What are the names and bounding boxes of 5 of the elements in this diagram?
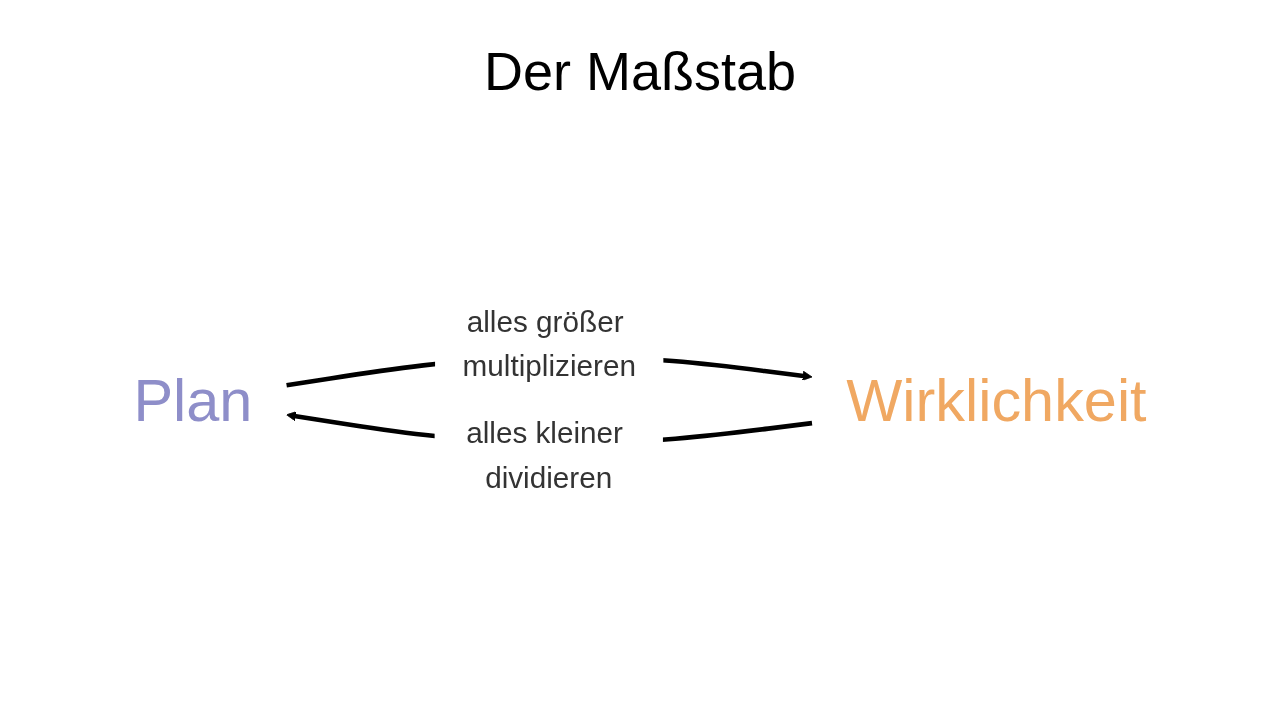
node-text: Plan (133, 366, 253, 434)
title: Der Maßstab (483, 40, 797, 102)
edge-label: alles größer multiplizieren (462, 304, 636, 383)
edge-label: alles kleiner dividieren (466, 415, 623, 495)
node-text: Wirklichkeit (846, 366, 1147, 434)
